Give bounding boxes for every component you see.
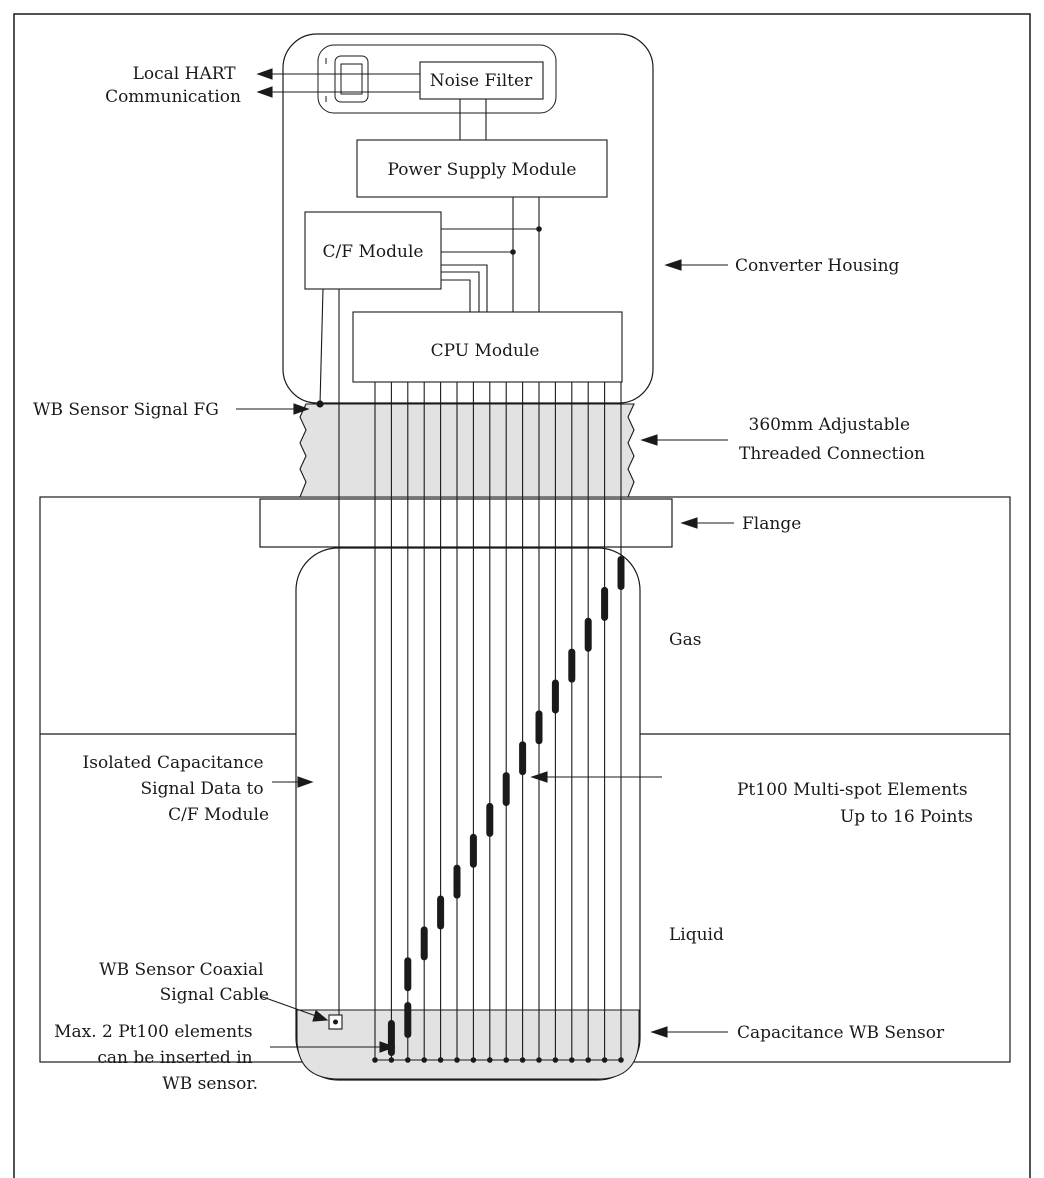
pt100-element: [502, 772, 510, 807]
flange: [259, 498, 673, 548]
cf-module: [304, 211, 442, 290]
pt100-element: [535, 710, 543, 745]
pt100-element: [453, 864, 461, 899]
cpu-module: [352, 311, 623, 383]
wb-signal-fg-label: WB Sensor Signal FG: [33, 400, 219, 420]
internal-wiring: [319, 197, 540, 405]
pt100-element-in-wb-sensor: [387, 1020, 395, 1056]
noise-filter-box: [419, 61, 544, 100]
threaded-connection-label: 360mm Adjustable Threaded Connection: [739, 415, 925, 464]
local-hart-label: Local HART Communication: [105, 64, 241, 107]
threaded-connection: [299, 403, 635, 498]
noise-filter-label: Noise Filter: [430, 71, 533, 91]
power-supply-module: [356, 139, 608, 198]
capacitance-wb-sensor-label: Capacitance WB Sensor: [737, 1023, 945, 1043]
pt100-element: [584, 617, 592, 652]
gas-label: Gas: [669, 630, 701, 650]
pt100-element: [420, 926, 428, 961]
converter-housing-label: Converter Housing: [735, 256, 900, 276]
flange-label: Flange: [742, 514, 801, 534]
power-supply-label: Power Supply Module: [388, 160, 577, 180]
cpu-module-label: CPU Module: [431, 341, 540, 361]
hart-arrows: [256, 68, 420, 98]
pt100-element: [568, 648, 576, 683]
wiring-junctions: [316, 226, 542, 408]
liquid-label: Liquid: [669, 925, 724, 945]
coaxial-cable-label: WB Sensor Coaxial Signal Cable: [99, 960, 269, 1005]
outer-frame: [13, 13, 1031, 1178]
cf-module-label: C/F Module: [323, 242, 424, 262]
isolated-capacitance-label: Isolated Capacitance Signal Data to C/F …: [83, 753, 269, 825]
annotation-arrows: [236, 259, 734, 1053]
pt100-element: [617, 556, 625, 590]
pt100-element: [551, 679, 559, 714]
pt100-element: [469, 833, 477, 868]
pt100-element: [601, 586, 609, 621]
pt100-element: [404, 957, 412, 992]
pt100-element: [519, 741, 527, 776]
pt100-element-in-wb-sensor: [404, 1002, 412, 1038]
converter-housing: [282, 33, 654, 404]
hart-connector-inner: [340, 63, 363, 95]
pt100-element: [437, 895, 445, 930]
pt100-label: Pt100 Multi-spot Elements Up to 16 Point…: [737, 780, 973, 827]
pt100-element: [486, 802, 494, 837]
pt100-elements: [372, 382, 625, 1063]
max-pt100-label: Max. 2 Pt100 elements can be inserted in…: [54, 1022, 258, 1094]
